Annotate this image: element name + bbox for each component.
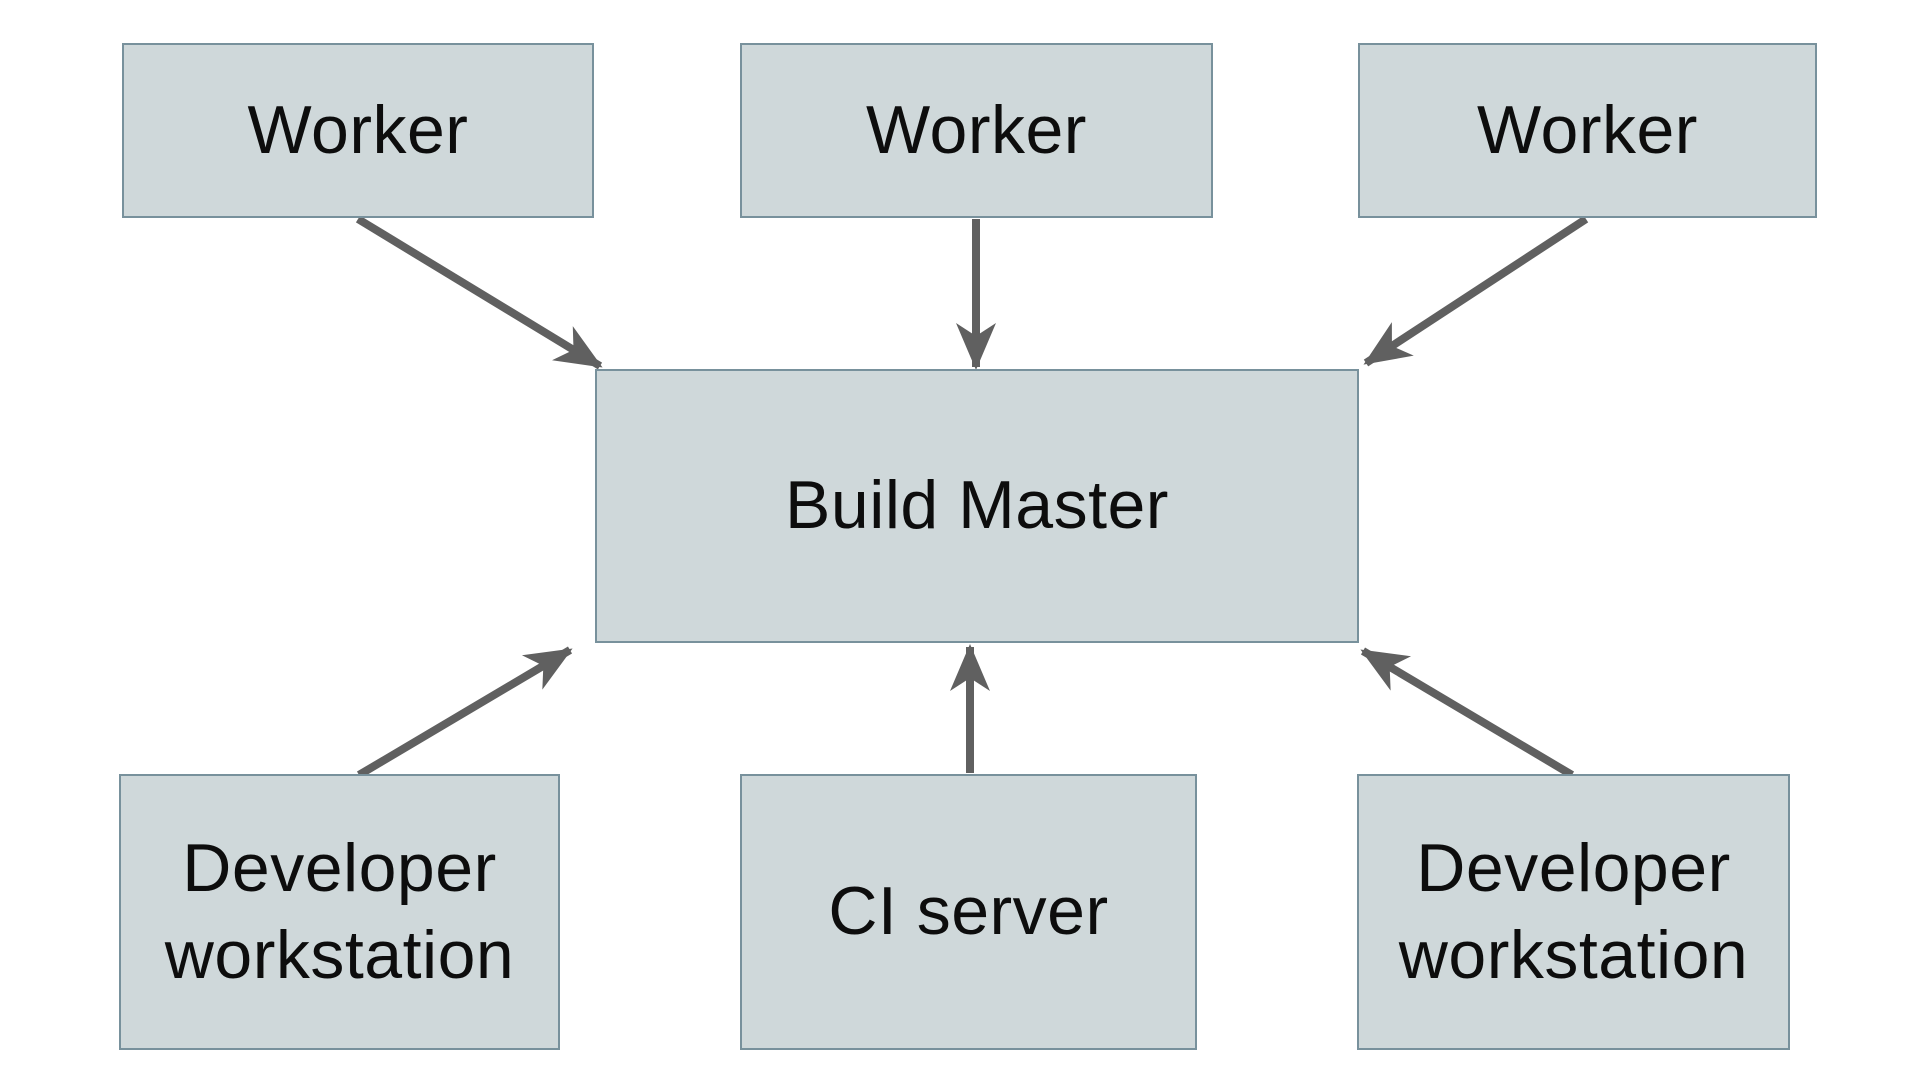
node-label-build-master: Build Master — [785, 467, 1169, 544]
node-worker-1: Worker — [122, 43, 594, 218]
arrow-worker-1-to-build-master — [355, 215, 603, 370]
node-label-worker-1: Worker — [247, 91, 469, 168]
node-label-worker-3: Worker — [1477, 91, 1698, 168]
node-label-ci-server: CI server — [828, 873, 1109, 950]
node-label-developer-workstation-right: Developer workstation — [1398, 829, 1749, 993]
arrow-developer-workstation-right-to-build-master — [1360, 647, 1575, 779]
node-label-developer-workstation-left: Developer workstation — [164, 829, 515, 993]
arrow-developer-workstation-left-to-build-master — [356, 646, 573, 779]
node-label-worker-2: Worker — [866, 91, 1087, 168]
node-ci-server: CI server — [740, 774, 1197, 1050]
node-worker-3: Worker — [1358, 43, 1817, 218]
node-build-master: Build Master — [595, 369, 1359, 643]
node-developer-workstation-left: Developer workstation — [119, 774, 560, 1050]
node-worker-2: Worker — [740, 43, 1213, 218]
node-developer-workstation-right: Developer workstation — [1357, 774, 1790, 1050]
arrow-worker-3-to-build-master — [1363, 215, 1589, 367]
